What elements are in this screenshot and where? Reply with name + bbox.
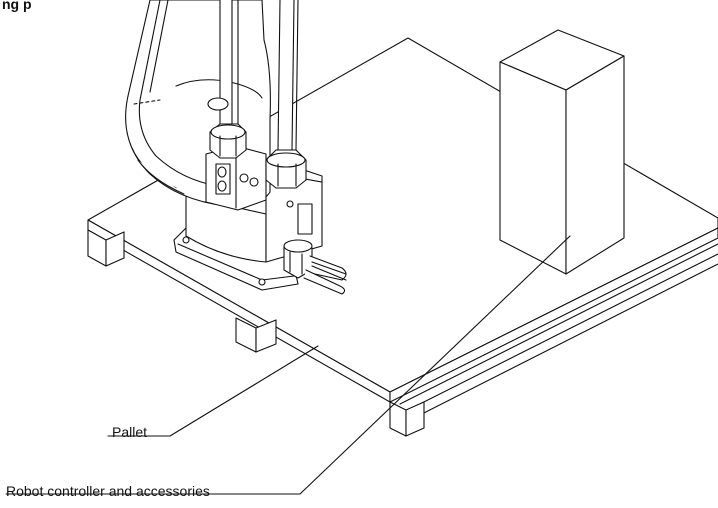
pallet-foot-middle: [235, 317, 277, 353]
pallet-foot-left: [87, 229, 125, 267]
cut-off-heading: ng p: [2, 0, 32, 12]
scara-robot: [125, 0, 347, 295]
connector-panel: [297, 203, 313, 235]
cable-bundle: [303, 255, 347, 295]
leader-line-pallet: [107, 345, 319, 437]
pallet-rail-1: [399, 243, 718, 405]
pallet-deck-front-right: [389, 227, 718, 403]
label-controller: Robot controller and accessories: [6, 483, 210, 499]
label-pallet: Pallet: [112, 424, 148, 440]
arm-gland-1: [209, 123, 247, 159]
pallet: [87, 37, 718, 437]
leader-line-controller: [5, 235, 571, 495]
arm-tubes: [219, 0, 299, 151]
box-right: [565, 55, 625, 275]
arm-gland-2: [265, 149, 307, 189]
pallet-rail-3: [409, 263, 718, 421]
box-front: [499, 61, 567, 275]
joint-block: [205, 145, 267, 211]
pallet-rail-2: [403, 253, 718, 413]
controller-box: [499, 29, 625, 275]
pallet-foot-front: [389, 401, 425, 437]
